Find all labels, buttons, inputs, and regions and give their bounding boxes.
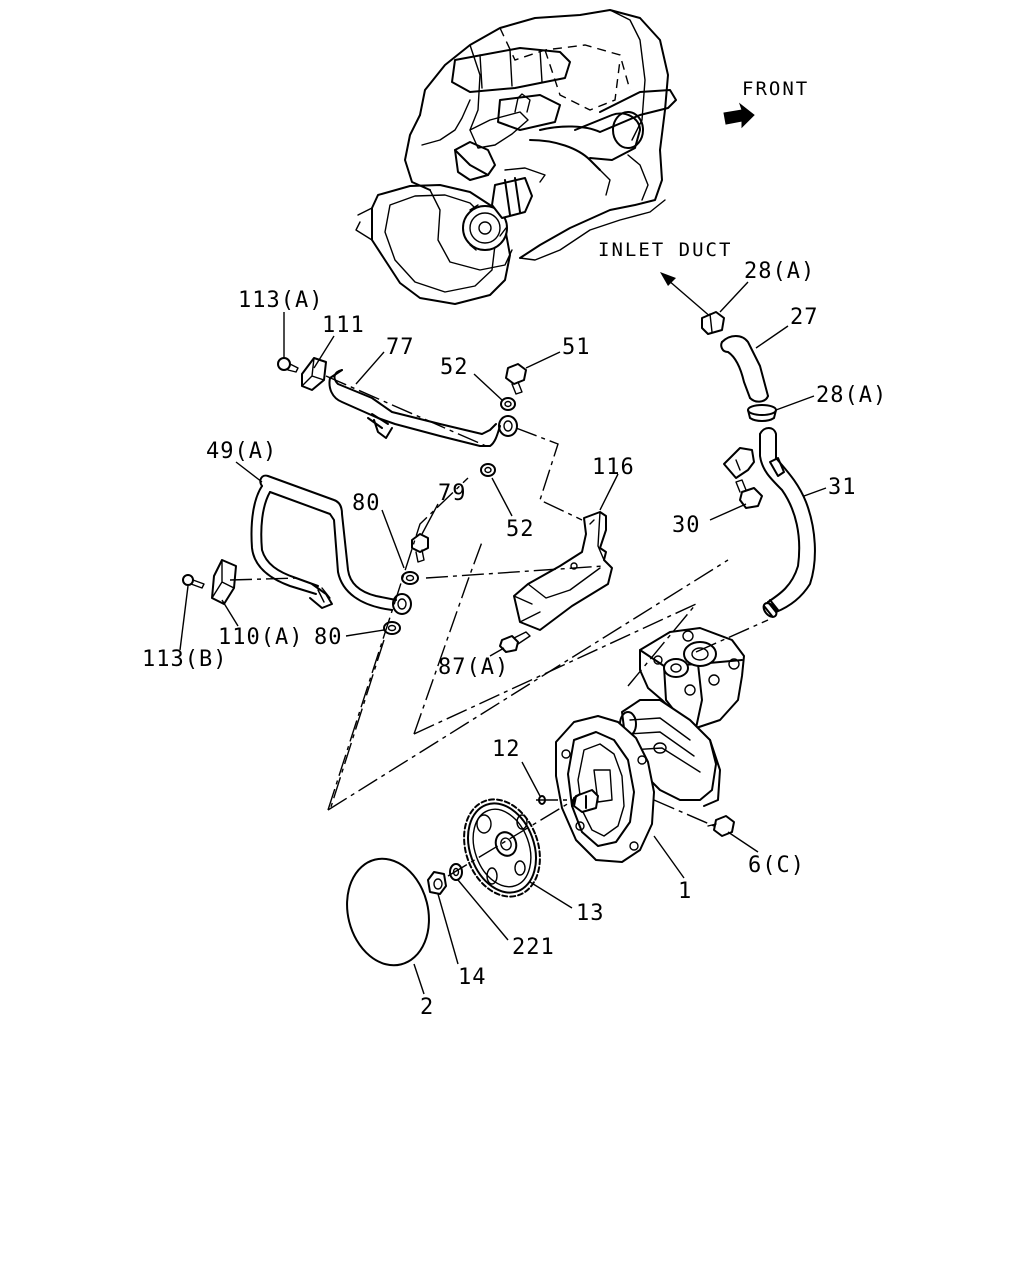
air-compressor-1: [555, 627, 745, 863]
oil-pipe-49a: [250, 474, 412, 615]
label-52-mid: 52: [506, 517, 535, 542]
pipe-31: [759, 427, 816, 618]
label-116: 116: [592, 455, 635, 480]
bracket-30-mount: [723, 447, 755, 479]
label-27: 27: [790, 305, 819, 330]
bolt-87a: [499, 631, 531, 653]
bolt-113b: [182, 574, 205, 589]
washer-221: [449, 863, 463, 881]
assembly-center-lines: [229, 375, 769, 877]
inlet-duct-arrow-icon: [660, 272, 713, 319]
front-label: FRONT: [742, 78, 809, 100]
label-14: 14: [458, 965, 487, 990]
label-52-top: 52: [440, 355, 469, 380]
washer-52-mid: [480, 463, 496, 477]
label-28a-bottom: 28(A): [816, 383, 887, 408]
clamp-28a-bottom: [747, 404, 777, 422]
washer-80-top: [401, 571, 419, 585]
front-arrow-icon: [723, 102, 755, 129]
washer-80-bottom: [383, 621, 401, 635]
label-13: 13: [576, 901, 605, 926]
bolt-51: [505, 363, 527, 395]
label-12: 12: [492, 737, 521, 762]
label-31: 31: [828, 475, 857, 500]
leader-lines: [179, 281, 827, 995]
clamp-28a-top: [701, 311, 725, 335]
washer-52-top: [500, 397, 516, 411]
hose-27: [720, 335, 769, 403]
bolt-79: [411, 533, 429, 563]
label-110a: 110(A): [218, 625, 303, 650]
label-1: 1: [678, 879, 692, 904]
nut-14: [427, 871, 447, 895]
bolt-113a: [277, 357, 299, 373]
o-ring-2: [346, 857, 430, 967]
oil-pipe-77: [328, 369, 518, 447]
label-51: 51: [562, 335, 591, 360]
label-2: 2: [420, 995, 434, 1020]
label-30: 30: [672, 513, 701, 538]
clip-111: [301, 357, 327, 391]
clip-110a: [211, 559, 237, 605]
label-79: 79: [438, 481, 467, 506]
label-6c: 6(C): [748, 853, 805, 878]
label-28a-top: 28(A): [744, 259, 815, 284]
label-49a: 49(A): [206, 439, 277, 464]
gear-13: [463, 798, 541, 898]
label-113a: 113(A): [238, 288, 323, 313]
bracket-116: [513, 511, 613, 631]
label-111: 111: [322, 313, 365, 338]
label-77: 77: [386, 335, 415, 360]
label-87a: 87(A): [438, 655, 509, 680]
label-221: 221: [512, 935, 555, 960]
label-80-top: 80: [352, 491, 381, 516]
bolt-30: [735, 479, 763, 509]
label-113b: 113(B): [142, 647, 227, 672]
label-80-bottom: 80: [314, 625, 343, 650]
engine-overview-illustration: [355, 9, 677, 305]
inlet-duct-label: INLET DUCT: [598, 239, 732, 261]
part-labels: 113(A) 111 77 52 51 28(A) 27 28(A) 49(A)…: [142, 259, 887, 1020]
